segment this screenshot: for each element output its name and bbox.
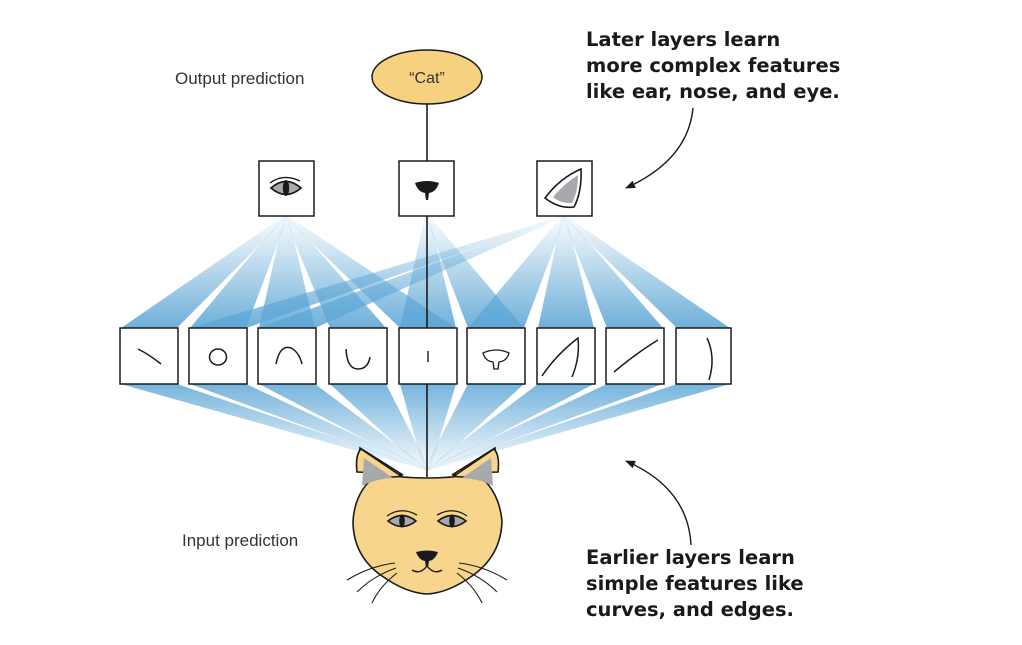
upper-beam-9 bbox=[259, 216, 566, 328]
ear-outline-icon bbox=[541, 336, 580, 378]
nose-feature-icon bbox=[415, 181, 439, 200]
cat-head bbox=[352, 473, 503, 595]
long-diagonal-icon bbox=[613, 339, 659, 373]
later-layers-note-line-3: like ear, nose, and eye. bbox=[586, 80, 840, 103]
cat-mouth bbox=[411, 564, 443, 573]
upper-beam-8 bbox=[190, 216, 566, 328]
later-layers-note-line-1: Later layers learn bbox=[586, 28, 781, 51]
arch-curve-icon bbox=[275, 346, 303, 365]
later-layers-note-line-2: more complex features bbox=[586, 54, 841, 77]
cat-nose bbox=[416, 550, 438, 567]
lower-beam-1 bbox=[121, 384, 430, 470]
upper-beam-11 bbox=[538, 216, 594, 328]
nose-outline-icon bbox=[482, 349, 510, 370]
earlier-layers-note: Earlier layers learn simple features lik… bbox=[586, 545, 804, 623]
eye-feature-icon bbox=[269, 176, 303, 196]
earlier-layers-note-line-1: Earlier layers learn bbox=[586, 546, 795, 569]
cat-face-icon bbox=[346, 446, 508, 604]
feature-box-u-curve bbox=[328, 327, 388, 385]
input-prediction-label: Input prediction bbox=[182, 531, 299, 550]
output-node-text: “Cat” bbox=[409, 70, 445, 87]
lower-beam-7 bbox=[424, 384, 594, 470]
output-node: “Cat” bbox=[371, 49, 483, 105]
later-layers-arrow bbox=[625, 107, 694, 189]
upper-beam-13 bbox=[562, 216, 730, 328]
earlier-layers-arrow bbox=[625, 460, 692, 546]
upper-beam-1 bbox=[121, 216, 288, 328]
u-curve-icon bbox=[345, 348, 371, 370]
feature-box-nose bbox=[398, 160, 455, 217]
feature-box-ear bbox=[536, 160, 593, 217]
feature-box-circle bbox=[188, 327, 248, 385]
vertical-curve-icon bbox=[706, 337, 713, 381]
lower-beam-2 bbox=[190, 384, 430, 470]
upper-beam-2 bbox=[190, 216, 288, 328]
feature-box-eye bbox=[258, 160, 315, 217]
cat-left-eye bbox=[386, 510, 418, 528]
lower-connection-beams bbox=[121, 384, 730, 470]
feature-box-ear-outline bbox=[536, 327, 596, 385]
lower-beam-8 bbox=[424, 384, 663, 470]
circle-icon bbox=[208, 348, 228, 366]
feature-box-arch-curve bbox=[257, 327, 317, 385]
cat-whiskers bbox=[346, 562, 508, 604]
diagonal-stroke-icon bbox=[137, 348, 162, 365]
earlier-layers-note-line-3: curves, and edges. bbox=[586, 598, 794, 621]
upper-beam-12 bbox=[562, 216, 663, 328]
lower-beam-9 bbox=[424, 384, 730, 470]
lower-beam-3 bbox=[259, 384, 430, 470]
later-layers-note: Later layers learn more complex features… bbox=[586, 27, 840, 105]
upper-beam-10 bbox=[468, 216, 566, 328]
feature-box-nose-outline bbox=[466, 327, 526, 385]
lower-beam-5 bbox=[400, 384, 456, 470]
feature-box-vertical-tick bbox=[398, 327, 458, 385]
upper-connection-beams bbox=[121, 216, 730, 328]
cat-right-eye bbox=[436, 510, 468, 528]
feature-box-vertical-curve bbox=[675, 327, 732, 385]
feature-box-diagonal-stroke bbox=[119, 327, 179, 385]
earlier-layers-note-line-2: simple features like bbox=[586, 572, 804, 595]
output-prediction-label: Output prediction bbox=[175, 69, 305, 88]
feature-box-long-diagonal bbox=[605, 327, 665, 385]
ear-feature-icon bbox=[543, 167, 582, 209]
lower-beam-6 bbox=[424, 384, 524, 470]
lower-beam-4 bbox=[330, 384, 430, 470]
